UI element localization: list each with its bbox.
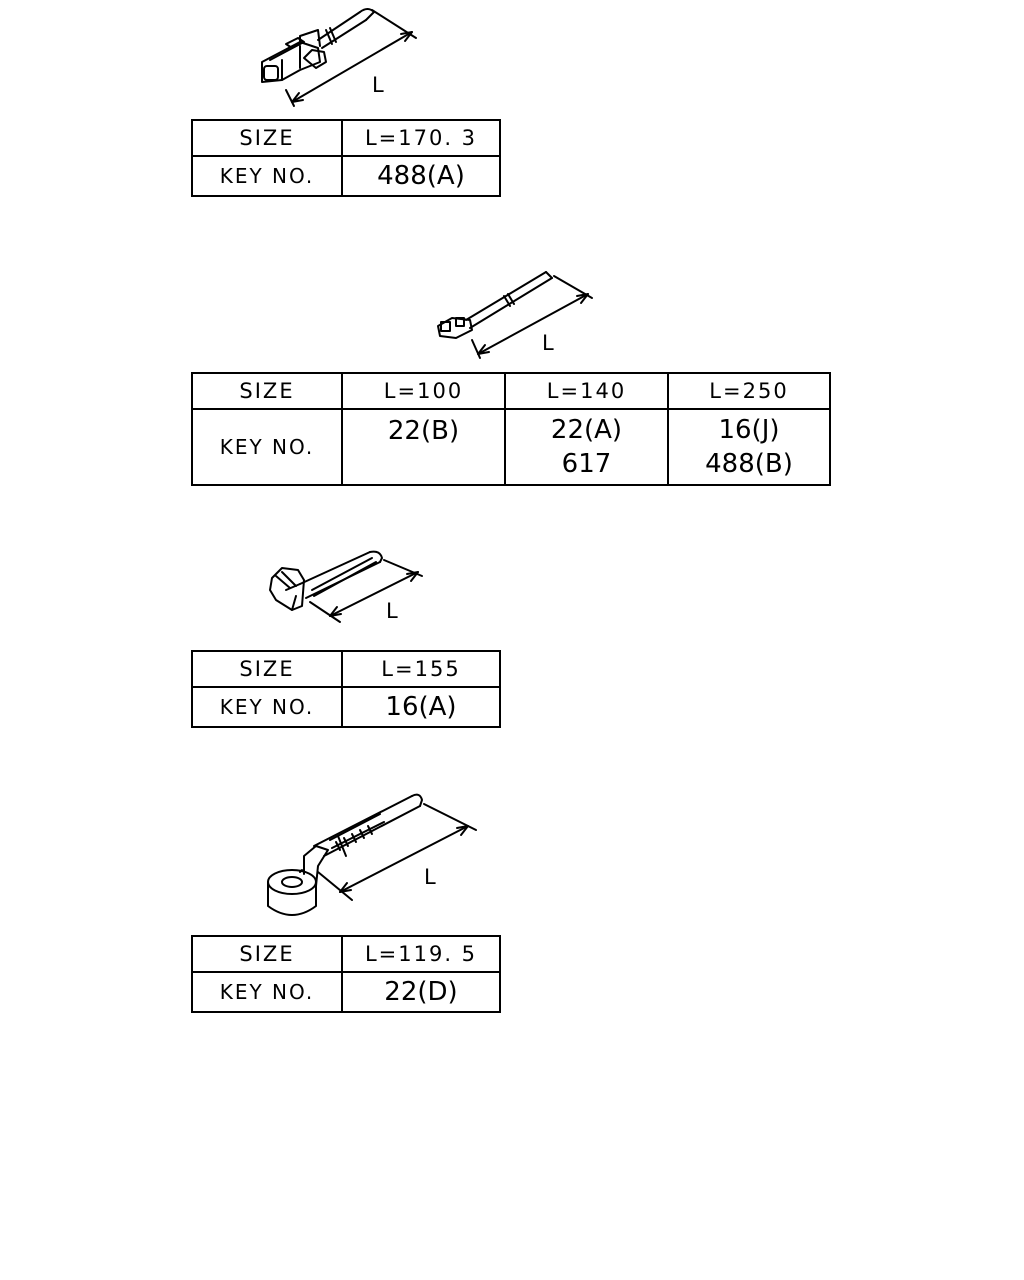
key-number: 22(B) xyxy=(387,416,460,446)
key-row: KEY NO. 22(B) 22(A) 617 16(J) 488(B) xyxy=(191,408,831,486)
size-row: SIZE L=100 L=140 L=250 xyxy=(191,372,831,410)
size-row: SIZE L=170. 3 xyxy=(191,119,501,157)
clip-illustration-2: L xyxy=(437,271,593,359)
key-number: 22(A) xyxy=(550,415,623,445)
key-value-3: 16(J) 488(B) xyxy=(667,408,831,486)
size-value-3: L=250 xyxy=(667,372,831,410)
size-row: SIZE L=119. 5 xyxy=(191,935,501,973)
dimension-label: L xyxy=(424,865,436,889)
key-header: KEY NO. xyxy=(191,686,343,728)
key-number: 617 xyxy=(561,449,612,479)
clip-illustration-1: L xyxy=(261,8,417,107)
key-row: KEY NO. 488(A) xyxy=(191,155,501,197)
tie-band xyxy=(313,793,423,857)
tie-band xyxy=(299,550,383,599)
dimension-label: L xyxy=(372,73,384,97)
size-value: L=155 xyxy=(341,650,501,688)
dimension-line xyxy=(309,559,423,623)
size-header: SIZE xyxy=(191,119,343,157)
dimension-label: L xyxy=(386,599,398,623)
key-value: 16(A) xyxy=(341,686,501,728)
clip-body xyxy=(269,567,305,611)
key-value: 22(D) xyxy=(341,971,501,1013)
tie-band xyxy=(317,8,375,49)
size-value: L=119. 5 xyxy=(341,935,501,973)
spec-table-3: SIZE L=155 KEY NO. 16(A) xyxy=(191,650,501,728)
key-header: KEY NO. xyxy=(191,408,343,486)
key-value-1: 22(B) xyxy=(341,408,506,486)
clip-body xyxy=(437,317,473,339)
key-header: KEY NO. xyxy=(191,971,343,1013)
key-number: 488(B) xyxy=(705,449,793,479)
size-row: SIZE L=155 xyxy=(191,650,501,688)
clip-illustration-4: L xyxy=(267,793,477,916)
key-value-2: 22(A) 617 xyxy=(504,408,669,486)
key-number: 16(J) xyxy=(718,415,780,445)
dimension-line xyxy=(471,275,593,359)
key-row: KEY NO. 16(A) xyxy=(191,686,501,728)
spec-table-4: SIZE L=119. 5 KEY NO. 22(D) xyxy=(191,935,501,1013)
dimension-label: L xyxy=(542,331,554,355)
size-value: L=170. 3 xyxy=(341,119,501,157)
spec-table-2: SIZE L=100 L=140 L=250 KEY NO. 22(B) 22(… xyxy=(191,372,831,486)
key-header: KEY NO. xyxy=(191,155,343,197)
tie-band xyxy=(465,271,553,329)
dimension-line xyxy=(317,803,477,901)
size-header: SIZE xyxy=(191,935,343,973)
clip-body xyxy=(267,845,329,916)
clip-body xyxy=(261,29,327,83)
dimension-line xyxy=(285,9,417,107)
clip-illustration-3: L xyxy=(269,550,423,623)
size-value-2: L=140 xyxy=(504,372,669,410)
size-header: SIZE xyxy=(191,372,343,410)
size-value-1: L=100 xyxy=(341,372,506,410)
key-row: KEY NO. 22(D) xyxy=(191,971,501,1013)
size-header: SIZE xyxy=(191,650,343,688)
key-value: 488(A) xyxy=(341,155,501,197)
spec-table-1: SIZE L=170. 3 KEY NO. 488(A) xyxy=(191,119,501,197)
